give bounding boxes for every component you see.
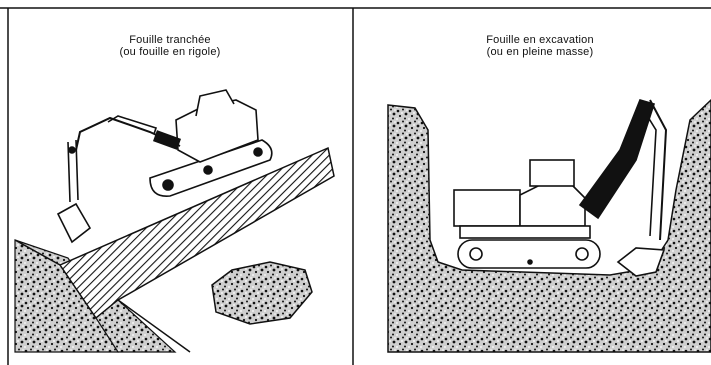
caption-trench-subtitle: (ou fouille en rigole) (119, 46, 221, 58)
trench-scene (14, 89, 335, 353)
excavator-right-cab (519, 182, 586, 227)
caption-trench-title: Fouille tranchée (129, 34, 211, 46)
excavator-left-bucket (56, 202, 92, 244)
excavator-right-bucket (616, 247, 666, 277)
spoil-heap (211, 261, 313, 325)
trench-floor (95, 299, 177, 353)
excavator-left (56, 89, 273, 244)
caption-excavation-subtitle: (ou en pleine masse) (486, 46, 594, 58)
trench-wall-hatched (58, 146, 335, 320)
caption-excavation-title: Fouille en excavation (486, 34, 594, 46)
caption-trench: Fouille tranchée (ou fouille en rigole) (60, 34, 280, 58)
caption-excavation: Fouille en excavation (ou en pleine mass… (440, 34, 640, 58)
excavation-scene (387, 98, 711, 353)
excavator-right-counterweight (453, 189, 521, 227)
excavator-right (453, 99, 668, 277)
excavator-right-tracks (457, 239, 601, 269)
